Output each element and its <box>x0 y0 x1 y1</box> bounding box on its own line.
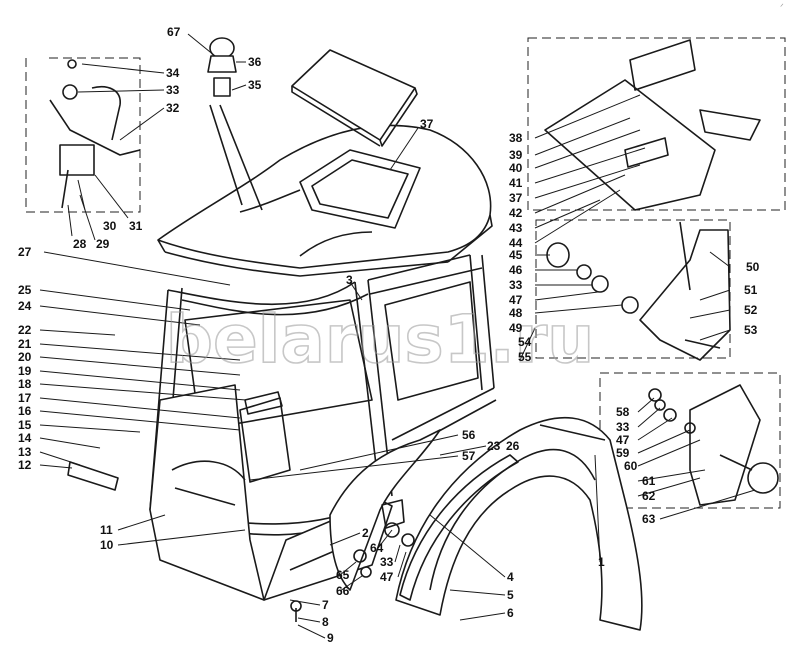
callout-41: 41 <box>509 176 523 190</box>
callout-37b: 37 <box>509 191 523 205</box>
cab-drawing <box>49 37 779 631</box>
callout-50: 50 <box>746 260 760 274</box>
watermark-text: belarus1.ru <box>166 301 595 378</box>
lock-body <box>639 229 731 361</box>
callout-53: 53 <box>744 323 758 337</box>
callout-48: 48 <box>509 306 523 320</box>
callout-37: 37 <box>420 117 434 131</box>
detail-box-hatch-latch <box>527 37 786 211</box>
hinge-bracket <box>49 99 141 156</box>
callout-2: 2 <box>362 526 369 540</box>
callout-54: 54 <box>518 335 532 349</box>
callout-39: 39 <box>509 148 523 162</box>
callout-26: 26 <box>506 439 520 453</box>
callout-1: 1 <box>598 555 605 569</box>
callout-22: 22 <box>18 323 32 337</box>
callout-42: 42 <box>509 206 523 220</box>
callout-25: 25 <box>18 283 32 297</box>
leader-lines <box>39 33 756 639</box>
callout-38: 38 <box>509 131 523 145</box>
rear-fender <box>395 416 643 631</box>
corner-mark: ᐟ <box>780 2 784 12</box>
callout-66: 66 <box>336 584 350 598</box>
callout-40: 40 <box>509 161 523 175</box>
detail-boxes <box>25 37 786 509</box>
callout-55: 55 <box>518 350 532 364</box>
callout-52: 52 <box>744 303 758 317</box>
callout-32: 32 <box>166 101 180 115</box>
callout-19: 19 <box>18 364 32 378</box>
callout-34: 34 <box>166 66 180 80</box>
callout-47: 47 <box>509 293 523 307</box>
detail-box-door-lock <box>535 219 731 359</box>
roof <box>157 124 492 269</box>
callout-64: 64 <box>370 541 384 555</box>
seat <box>239 397 291 483</box>
callout-62: 62 <box>642 489 656 503</box>
callout-33c: 33 <box>616 420 630 434</box>
callout-43: 43 <box>509 221 523 235</box>
callout-17: 17 <box>18 391 32 405</box>
callout-10: 10 <box>100 538 114 552</box>
callout-36: 36 <box>248 55 262 69</box>
callout-9: 9 <box>327 631 334 645</box>
callout-11: 11 <box>100 523 113 537</box>
callout-18: 18 <box>18 377 32 391</box>
callout-15: 15 <box>18 418 32 432</box>
lock-knob <box>546 242 570 268</box>
callout-7: 7 <box>322 598 329 612</box>
callout-21: 21 <box>18 337 32 351</box>
callout-63: 63 <box>642 512 656 526</box>
callout-5: 5 <box>507 588 514 602</box>
callout-35: 35 <box>248 78 262 92</box>
side-window <box>384 281 479 401</box>
detail-box-hinge <box>25 57 141 213</box>
callout-27: 27 <box>18 245 32 259</box>
callout-8: 8 <box>322 615 329 629</box>
callout-12: 12 <box>18 458 32 472</box>
callout-20: 20 <box>18 350 32 364</box>
callout-59: 59 <box>616 446 630 460</box>
callout-49: 49 <box>509 321 523 335</box>
callout-51: 51 <box>744 283 758 297</box>
callout-24: 24 <box>18 299 32 313</box>
callout-47b: 47 <box>616 433 630 447</box>
callout-31: 31 <box>129 219 143 233</box>
callout-65: 65 <box>336 568 350 582</box>
callout-labels: 67 36 35 34 33 32 37 38 39 40 41 37 42 4… <box>18 2 784 645</box>
callout-44: 44 <box>509 236 523 250</box>
callout-67: 67 <box>167 25 181 39</box>
bolt-12-14 <box>67 461 119 491</box>
callout-58: 58 <box>616 405 630 419</box>
callout-6: 6 <box>507 606 514 620</box>
watermark: belarus1.ru <box>165 300 595 379</box>
callout-28: 28 <box>73 237 87 251</box>
callout-47c: 47 <box>380 570 394 584</box>
callout-13: 13 <box>18 445 32 459</box>
callout-61: 61 <box>642 474 656 488</box>
trim-strip <box>399 454 519 601</box>
callout-45: 45 <box>509 248 523 262</box>
callout-46: 46 <box>509 263 523 277</box>
rear-panel <box>149 384 265 601</box>
door-handle-knob <box>747 462 779 494</box>
callout-56: 56 <box>462 428 476 442</box>
roof-hatch-frame <box>299 149 421 229</box>
callout-14: 14 <box>18 431 32 445</box>
callout-33b: 33 <box>509 278 523 292</box>
front-pillar-right <box>469 254 483 391</box>
callout-4: 4 <box>507 570 514 584</box>
callout-33: 33 <box>166 83 180 97</box>
callout-29: 29 <box>96 237 110 251</box>
door-handle-body <box>689 384 761 506</box>
callout-60: 60 <box>624 459 638 473</box>
callout-30: 30 <box>103 219 117 233</box>
hatch-latch-plate <box>544 79 716 211</box>
callout-23: 23 <box>487 439 501 453</box>
callout-33d: 33 <box>380 555 394 569</box>
callout-16: 16 <box>18 404 32 418</box>
callout-57: 57 <box>462 449 476 463</box>
callout-3: 3 <box>346 273 353 287</box>
